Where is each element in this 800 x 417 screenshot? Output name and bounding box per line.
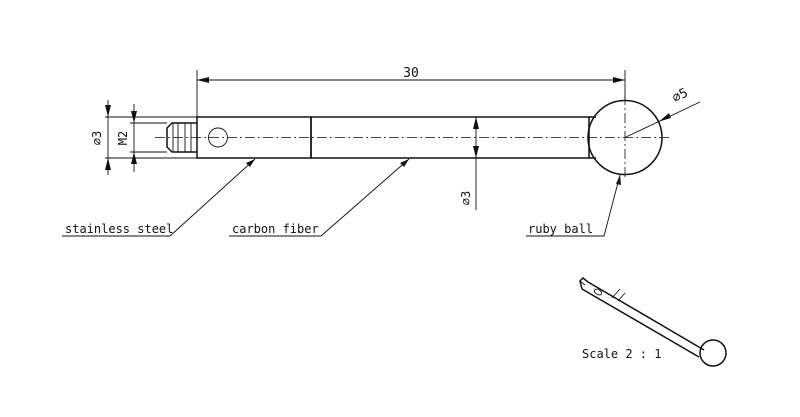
dimension-ball-diameter: ⌀5 [624,86,701,138]
dimension-thread-size-label: M2 [116,131,130,145]
dimension-ball-diameter-label: ⌀5 [670,86,691,107]
callout-stainless-steel-label: stainless steel [65,222,173,236]
thread-stub [166,122,197,153]
isometric-view [579,276,727,367]
scale-label: Scale 2 : 1 [582,347,661,361]
callout-stainless-steel: stainless steel [62,158,256,237]
stylus-main-view [155,95,672,180]
callout-carbon-fiber-label: carbon fiber [232,222,319,236]
dimension-overall-length: 30 [196,66,626,117]
isometric-ruby-ball [699,339,727,367]
dimension-thread: ⌀3 M2 [90,100,197,175]
dimension-thread-diameter-label: ⌀3 [90,131,104,145]
callout-ruby-ball-label: ruby ball [528,222,593,236]
dimension-overall-length-label: 30 [403,66,419,81]
dimension-shaft-diameter-label: ⌀3 [459,191,473,205]
callout-carbon-fiber: carbon fiber [229,158,410,237]
dimension-shaft-diameter: ⌀3 [459,117,479,210]
callout-ruby-ball: ruby ball [526,174,621,237]
